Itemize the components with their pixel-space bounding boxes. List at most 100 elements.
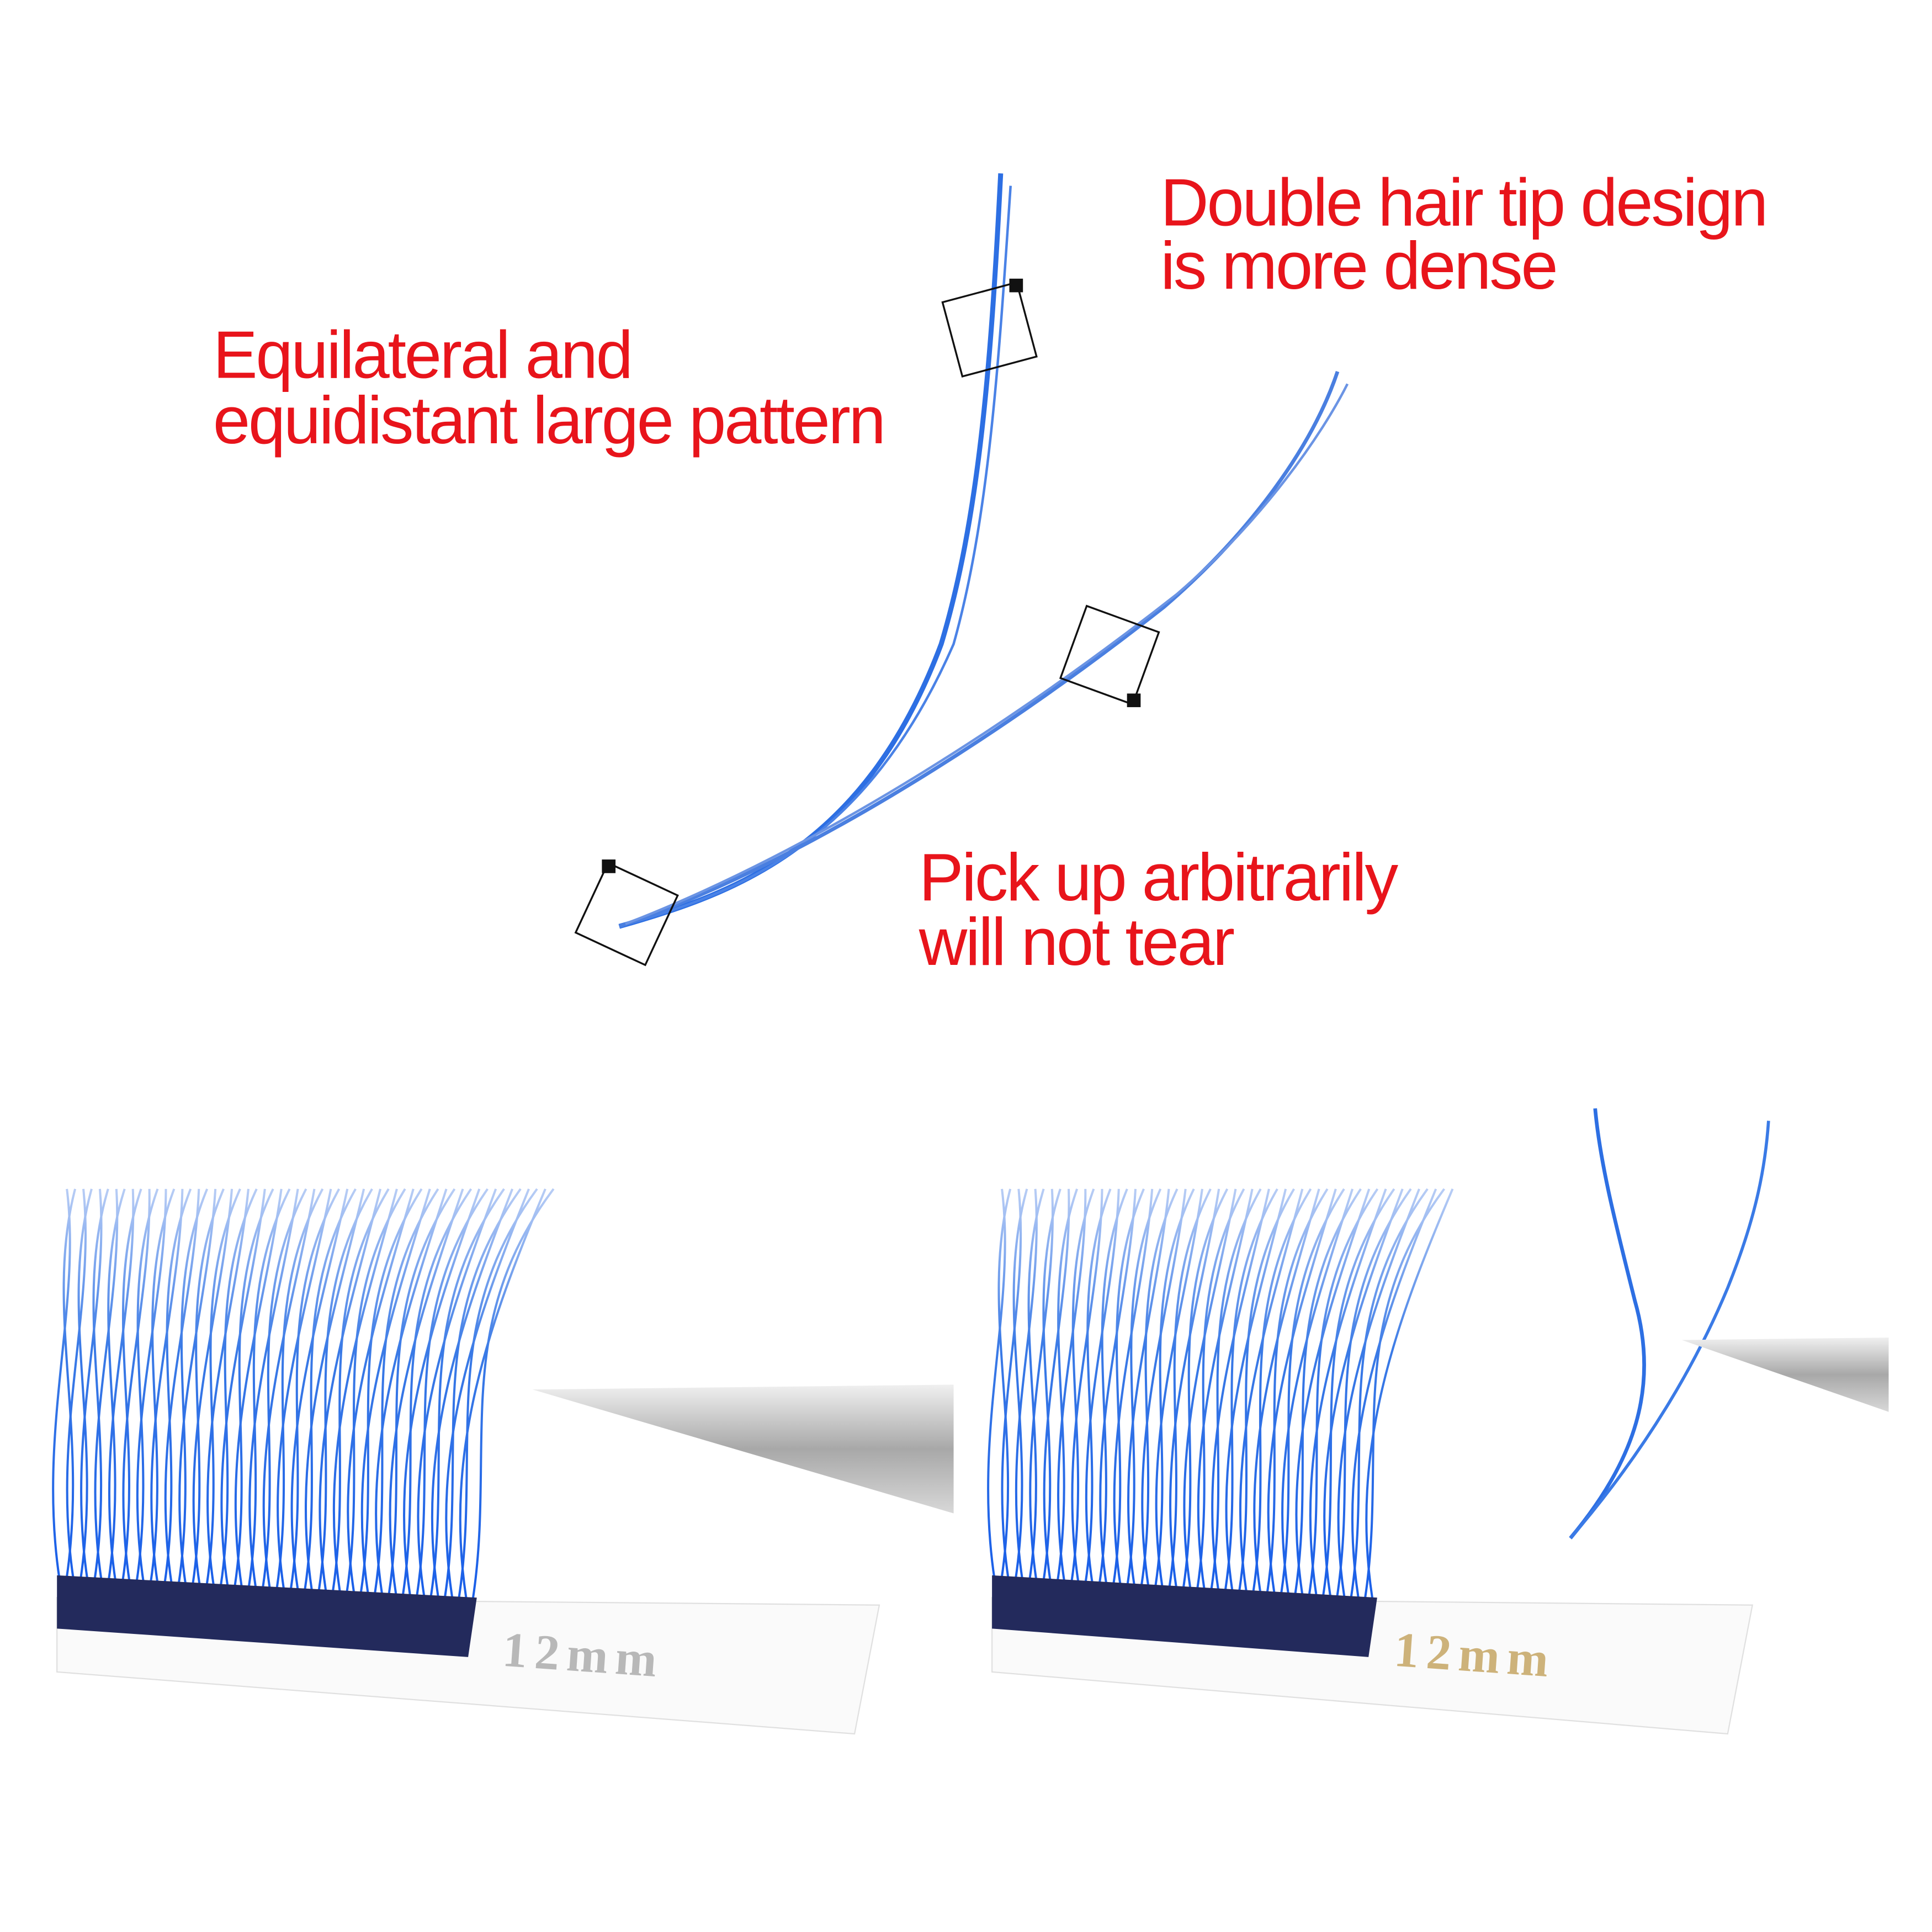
lash-fiber	[1126, 1188, 1162, 1586]
lash-fiber	[1309, 1188, 1387, 1595]
caption-line: Pick up arbitrarily	[919, 840, 1399, 915]
lash-fiber	[192, 1188, 233, 1586]
lash-fiber	[1012, 1188, 1028, 1580]
lash-fiber	[1351, 1188, 1437, 1597]
lash-fiber	[1155, 1188, 1203, 1588]
caption-line: equidistant large pattern	[213, 383, 884, 458]
lash-fiber	[205, 1188, 241, 1586]
length-label: 12mm	[1393, 1622, 1558, 1688]
lash-fiber	[163, 1188, 192, 1584]
lash-fiber	[1099, 1188, 1137, 1585]
lash-fiber	[360, 1188, 431, 1593]
lash-fiber	[1308, 1188, 1379, 1595]
caption-double-tip: Double hair tip design is more dense	[1160, 164, 1783, 302]
lash-fiber	[1239, 1188, 1304, 1592]
lash-fiber	[121, 1188, 142, 1583]
lash-fiber	[317, 1188, 373, 1591]
lash-fiber	[374, 1188, 439, 1594]
lash-fiber	[1280, 1188, 1345, 1594]
lash-fiber	[1196, 1188, 1245, 1589]
lash-fiber	[1168, 1188, 1212, 1588]
lash-strip-fibers	[52, 1188, 555, 1598]
lash-fiber	[234, 1188, 283, 1588]
caption-line: Equilateral and	[213, 317, 631, 392]
callout-box-middle	[1059, 604, 1160, 708]
lash-fiber	[1365, 1188, 1454, 1598]
lash-fiber	[62, 1188, 77, 1580]
lash-fiber	[319, 1188, 382, 1591]
lash-fiber	[1113, 1188, 1154, 1586]
lash-fiber	[290, 1188, 349, 1590]
lash-fiber	[1084, 1188, 1112, 1584]
lash-fiber	[1294, 1188, 1362, 1594]
lash-fiber	[431, 1188, 514, 1596]
caption-pick-up: Pick up arbitrarily will not tear	[919, 840, 1413, 979]
lash-fiber	[444, 1188, 522, 1597]
lash-fiber	[1070, 1188, 1095, 1583]
lash-fiber	[1127, 1188, 1170, 1586]
lash-strip-fibers	[987, 1188, 1454, 1598]
lash-fiber	[403, 1188, 481, 1595]
lash-fiber	[135, 1188, 159, 1583]
lash-fiber	[150, 1188, 184, 1584]
lash-fiber	[108, 1188, 135, 1582]
tweezer	[1681, 1337, 1889, 1412]
lash-strip-base	[57, 1575, 477, 1657]
lash-fiber	[1169, 1188, 1220, 1589]
lash-fiber	[1042, 1188, 1061, 1582]
lash-fiber	[277, 1188, 332, 1590]
lash-fiber	[1015, 1188, 1038, 1581]
lash-fiber	[1267, 1188, 1337, 1593]
lash-fiber	[262, 1188, 307, 1589]
right-lash-tray-photo: 12mm	[987, 1108, 1889, 1735]
lash-fiber	[219, 1188, 258, 1587]
lash-fiber	[92, 1188, 109, 1581]
lash-fiber	[122, 1188, 151, 1583]
lash-fiber	[347, 1188, 415, 1593]
caption-line: will not tear	[919, 904, 1234, 979]
lash-fiber	[1253, 1188, 1320, 1593]
lash-fiber	[1154, 1188, 1195, 1588]
lash-fiber	[1224, 1188, 1278, 1591]
caption-line: is more dense	[1160, 228, 1556, 303]
lash-fiber	[1112, 1188, 1145, 1585]
lash-fiber	[459, 1188, 546, 1597]
lash-fiber	[94, 1188, 119, 1581]
single-lash-illustration	[574, 173, 1349, 967]
lash-fiber	[346, 1188, 406, 1593]
lash-fiber	[1364, 1188, 1446, 1597]
lash-fiber	[1322, 1188, 1395, 1596]
lash-fiber	[332, 1188, 398, 1592]
lash-fiber	[1350, 1188, 1429, 1597]
caption-equilateral: Equilateral and equidistant large patter…	[213, 317, 884, 458]
lash-fiber	[192, 1188, 225, 1585]
lash-fiber	[262, 1188, 316, 1589]
lash-fiber	[375, 1188, 448, 1594]
lash-fiber	[458, 1188, 538, 1597]
lash-fiber	[1266, 1188, 1329, 1593]
lash-fiber	[305, 1188, 365, 1591]
lash-fiber	[1183, 1188, 1237, 1589]
lash-fiber	[388, 1188, 456, 1594]
lash-fiber	[275, 1188, 324, 1589]
lash-fiber	[429, 1188, 505, 1596]
lash-fiber	[1323, 1188, 1404, 1596]
lash-fiber	[233, 1188, 274, 1588]
lash-fiber	[359, 1188, 423, 1593]
lash-fiber	[1197, 1188, 1254, 1590]
lash-fiber	[987, 1188, 1006, 1579]
caption-line: Double hair tip design	[1160, 164, 1766, 240]
lash-fiber	[66, 1188, 87, 1580]
lash-fiber	[206, 1188, 250, 1586]
lash-fiber	[1098, 1188, 1128, 1585]
lash-fiber	[1211, 1188, 1270, 1590]
lash-fiber	[1140, 1188, 1179, 1586]
lash-fiber	[289, 1188, 341, 1590]
lash-fiber	[1281, 1188, 1354, 1594]
lash-fiber	[997, 1188, 1012, 1580]
lash-fiber	[304, 1188, 357, 1590]
lash-fiber	[164, 1188, 200, 1585]
lash-fiber	[77, 1188, 93, 1580]
